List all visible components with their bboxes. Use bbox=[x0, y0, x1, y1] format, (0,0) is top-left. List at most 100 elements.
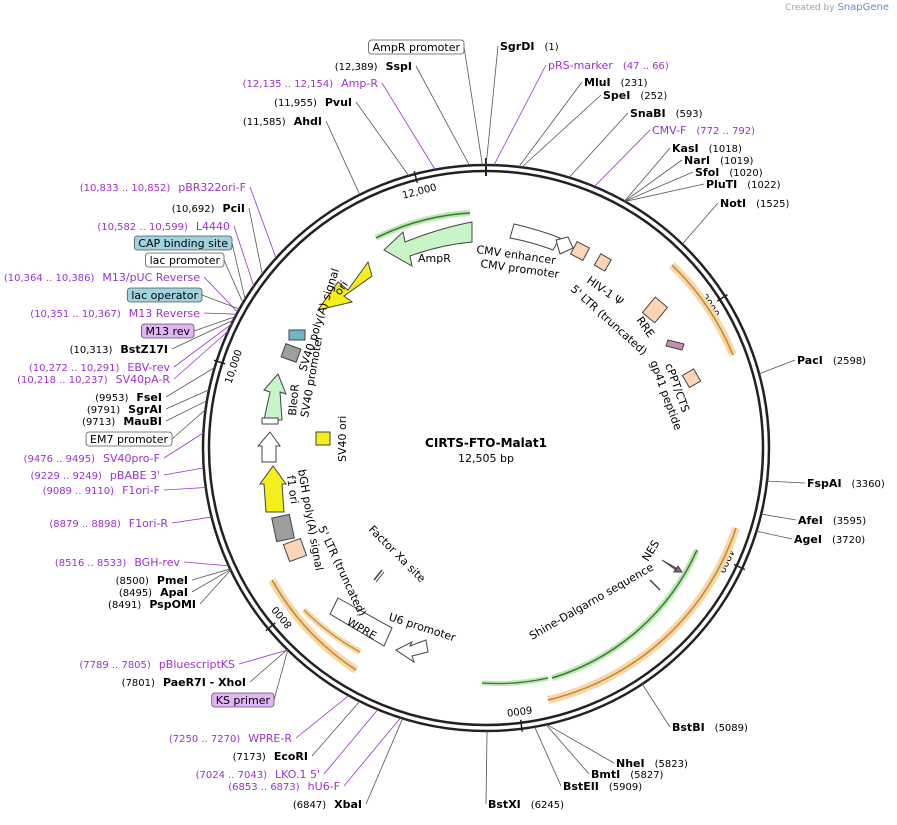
leader-line bbox=[545, 724, 590, 775]
leader-line bbox=[624, 159, 683, 202]
label-box bbox=[141, 323, 195, 339]
label-pspomi: PspOMI bbox=[149, 598, 196, 611]
label-amp-r: Amp-R bbox=[341, 77, 378, 90]
label-xbai: XbaI bbox=[334, 798, 362, 811]
feature-factorxa-mark bbox=[373, 569, 383, 581]
label-position: (10,313) bbox=[70, 345, 113, 356]
label-nhei: NheI bbox=[616, 757, 645, 770]
leader-line bbox=[624, 147, 671, 202]
label-sv40pro-f: SV40pro-F bbox=[103, 452, 160, 465]
label-position: (1020) bbox=[729, 168, 762, 179]
label-paci: PacI bbox=[797, 354, 823, 367]
feature-nes-mark bbox=[649, 579, 661, 591]
feature-cmv-promoter bbox=[555, 236, 574, 255]
label-position: (1525) bbox=[756, 199, 789, 210]
leader-line bbox=[295, 695, 350, 739]
label-paer7i-xhoi: PaeR7I - XhoI bbox=[163, 676, 246, 689]
tick-mark bbox=[733, 563, 746, 571]
feature-ltr5b-box bbox=[282, 537, 308, 563]
label-spei: SpeI bbox=[603, 89, 630, 102]
label-ampr-promoter: AmpR promoter bbox=[373, 41, 461, 54]
leader-line bbox=[493, 64, 547, 166]
leader-line bbox=[323, 709, 379, 775]
label-position: (10,272 .. 10,291) bbox=[29, 363, 120, 374]
label-hu6-f: hU6-F bbox=[308, 780, 340, 793]
feature-arc-orange-right bbox=[669, 262, 737, 357]
label-box bbox=[85, 431, 173, 447]
feature-arc-green-lower-line bbox=[551, 549, 698, 679]
label-position: (252) bbox=[640, 91, 667, 102]
feature-arc-green-top-line bbox=[375, 212, 471, 239]
label-box bbox=[126, 287, 203, 303]
leader-line bbox=[758, 359, 796, 375]
label-position: (10,351 .. 10,367) bbox=[30, 309, 121, 320]
label-position: (9476 .. 9495) bbox=[24, 454, 96, 465]
label-position: (1019) bbox=[720, 156, 753, 167]
label-u6: U6 promoter bbox=[387, 610, 458, 644]
label-sv40pa-r: SV40pA-R bbox=[116, 373, 171, 386]
label-ebv-rev: EBV-rev bbox=[127, 361, 170, 374]
label-position: (7801) bbox=[122, 678, 155, 689]
label-em7-promoter: EM7 promoter bbox=[90, 433, 168, 446]
leader-line bbox=[238, 649, 288, 665]
leader-line bbox=[171, 319, 234, 350]
label-position: (7173) bbox=[233, 752, 266, 763]
label-sgrai: SgrAI bbox=[128, 403, 162, 416]
leader-line bbox=[173, 330, 229, 380]
label-afei: AfeI bbox=[798, 514, 823, 527]
leader-line bbox=[463, 46, 483, 166]
feature-arcs bbox=[256, 210, 740, 704]
label-sspi: SspI bbox=[386, 60, 412, 73]
label-m13-puc-reverse: M13/pUC Reverse bbox=[102, 271, 200, 284]
leader-line bbox=[518, 81, 583, 168]
leader-line bbox=[165, 400, 208, 422]
label-position: (9229 .. 9249) bbox=[31, 471, 103, 482]
label-position: (1) bbox=[544, 42, 558, 53]
leader-line bbox=[173, 323, 232, 368]
feature-bleor-arrow bbox=[263, 373, 287, 421]
label-position: (9953) bbox=[95, 393, 128, 404]
label-pcii: PciI bbox=[223, 202, 245, 215]
tick-label: 10,000 bbox=[224, 348, 245, 385]
feature-f1ori-arrow bbox=[259, 465, 287, 513]
leader-line bbox=[191, 569, 231, 593]
label-noti: NotI bbox=[720, 197, 746, 210]
tick-mark bbox=[265, 622, 276, 632]
label-position: (12,389) bbox=[335, 62, 378, 73]
leader-line bbox=[624, 183, 705, 202]
leader-line bbox=[231, 242, 246, 300]
feature-arc-green-bottom-line bbox=[481, 677, 549, 685]
label-position: (231) bbox=[621, 78, 648, 89]
label-fsei: FseI bbox=[136, 391, 162, 404]
label-position: (10,692) bbox=[172, 204, 215, 215]
feature-arc-orange-left2-line bbox=[303, 609, 361, 653]
leader-line bbox=[249, 649, 288, 683]
label-position: (3720) bbox=[832, 535, 865, 546]
label-position: (10,582 .. 10,599) bbox=[97, 222, 188, 233]
logo-prefix: Created by bbox=[785, 3, 835, 13]
label-m13-reverse: M13 Reverse bbox=[129, 307, 200, 320]
label-sv40prom: SV40 promoter bbox=[298, 334, 325, 419]
label-apai: ApaI bbox=[160, 586, 188, 599]
label-position: (3360) bbox=[852, 479, 885, 490]
label-position: (7250 .. 7270) bbox=[169, 734, 241, 745]
label-box bbox=[133, 235, 233, 251]
logo-brand: SnapGene bbox=[837, 2, 889, 13]
label-cmv-f: CMV-F bbox=[652, 124, 686, 137]
feature-factorxa-mark2 bbox=[375, 571, 385, 583]
leader-line bbox=[624, 171, 694, 202]
label-pmei: PmeI bbox=[157, 574, 188, 587]
label-ahdi: AhdI bbox=[294, 115, 322, 128]
label-position: (8879 .. 8898) bbox=[49, 519, 121, 530]
leader-line bbox=[163, 487, 206, 491]
leader-line bbox=[163, 432, 204, 459]
feature-arc-orange-right-line bbox=[671, 264, 734, 356]
label-snabi: SnaBI bbox=[630, 107, 666, 120]
label-bsteii: BstEII bbox=[563, 780, 599, 793]
label-ampr: AmpR bbox=[418, 252, 451, 265]
tick-mark bbox=[716, 294, 728, 302]
label-fspai: FspAI bbox=[807, 477, 842, 490]
feature-hiv-box bbox=[569, 240, 591, 262]
label-f1ori: f1 ori bbox=[284, 475, 301, 505]
label-position: (6853 .. 6873) bbox=[228, 782, 300, 793]
